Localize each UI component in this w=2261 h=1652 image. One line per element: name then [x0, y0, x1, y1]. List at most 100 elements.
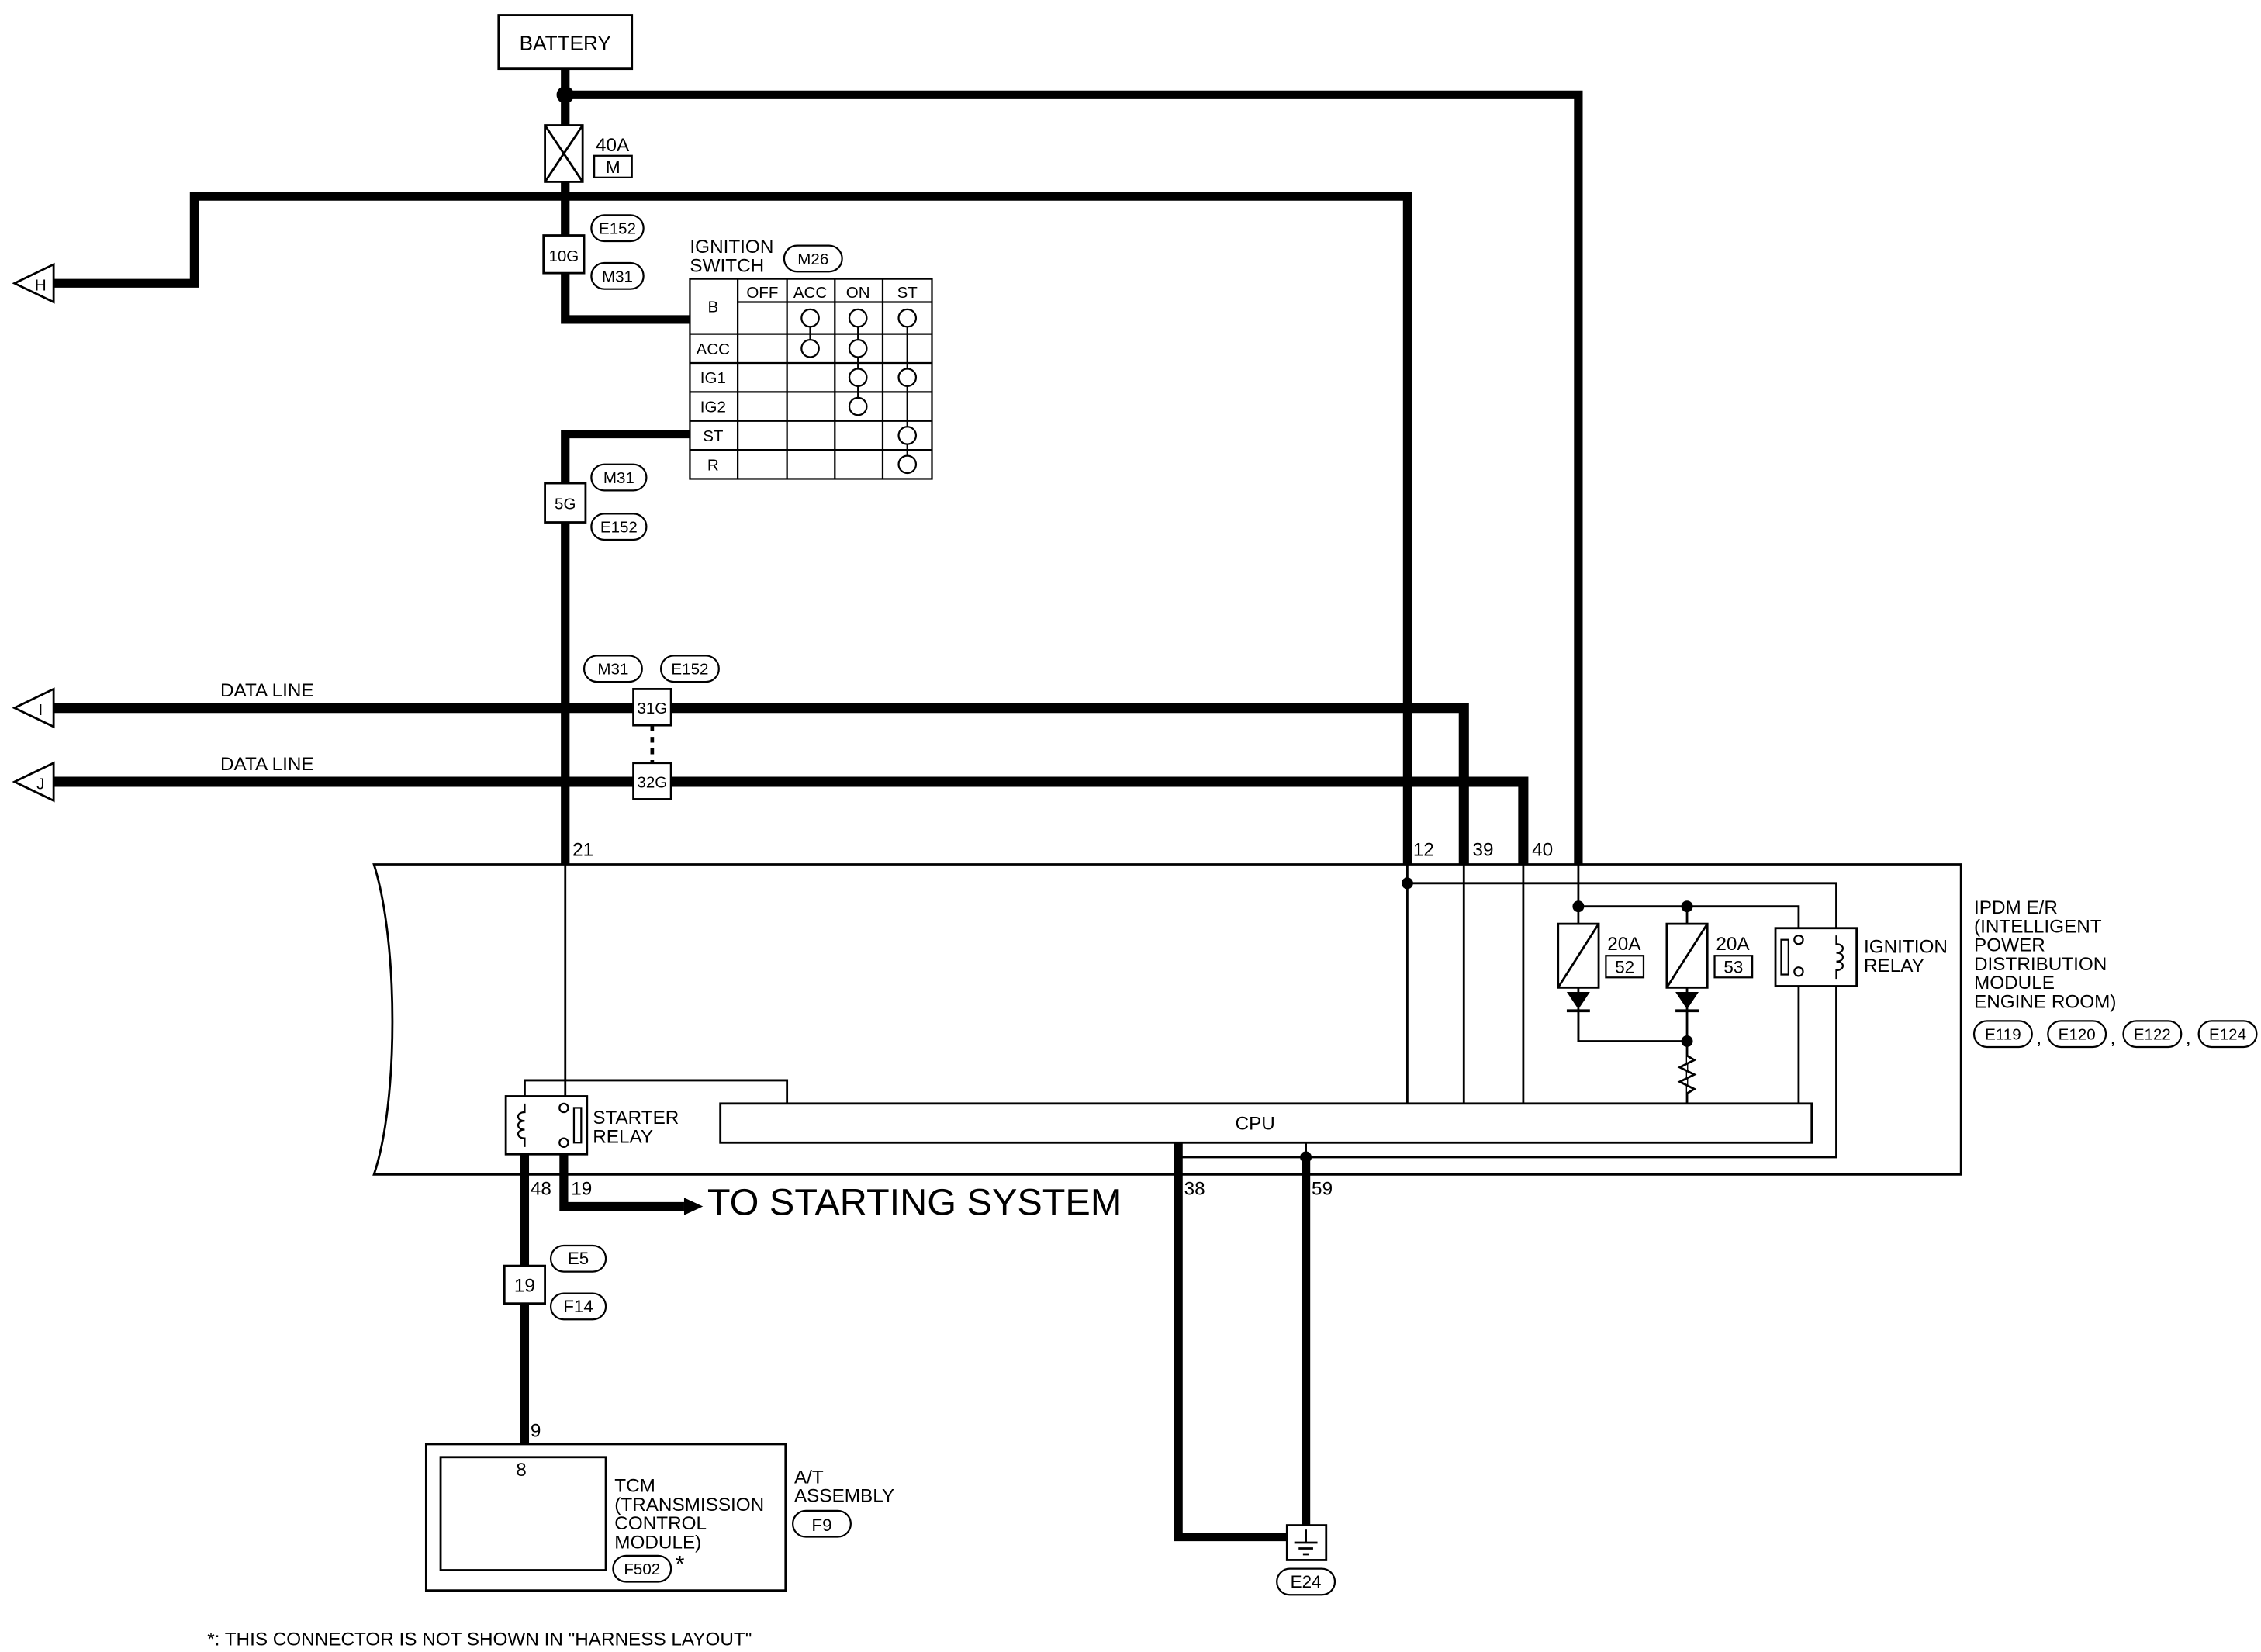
conn-19-bottom-tag [549, 1292, 607, 1321]
ipdm-conn-tag-e119 [1972, 1020, 2033, 1049]
wire-switch-5g [561, 429, 690, 484]
ground-conn-tag [1276, 1567, 1336, 1596]
wire-10g-switch [561, 273, 690, 324]
switch-term-r: R [707, 456, 719, 474]
connector-h-label: H [35, 277, 47, 295]
starter-relay-coil [517, 1103, 526, 1147]
data-conn-tag-right [659, 655, 720, 683]
fuse-40a-id: M [606, 157, 621, 177]
data-line-j [54, 776, 1529, 865]
switch-term-st: ST [703, 427, 724, 445]
at-assembly-conn-tag [791, 1509, 852, 1538]
ipdm-label-line-1: IPDM E/R [1974, 897, 2058, 918]
conn-10g-top-label: E152 [599, 220, 636, 238]
ipdm-junction-diodes [1681, 1035, 1693, 1047]
conn-5g-box [544, 482, 587, 524]
ipdm-junction-12 [1401, 877, 1413, 890]
ignition-switch-conn-tag [783, 244, 843, 273]
junction-dot [556, 86, 574, 104]
ipdm-conn-e120: E120 [2059, 1026, 2096, 1044]
at-assembly-box [424, 1443, 787, 1592]
cpu-box [719, 1102, 1813, 1144]
data-conn-tag-left [583, 655, 643, 683]
conn-32g-pin: 32G [637, 773, 667, 791]
tcm-conn: F502 [624, 1560, 660, 1578]
switch-pos-acc: ACC [793, 284, 828, 302]
switch-pos-off: OFF [746, 284, 778, 302]
fuse-40a-id-box [593, 154, 633, 178]
data-conn-tag-left-label: M31 [597, 661, 628, 679]
conn-32g-box [632, 762, 672, 800]
ipdm-conn-tag-e120 [2047, 1020, 2107, 1049]
wires [54, 68, 1583, 1542]
fuse-52-id: 52 [1615, 958, 1634, 977]
ignition-relay-label-1: IGNITION [1864, 937, 1948, 958]
fuse-53-id-box [1713, 955, 1754, 979]
ipdm-pin-59: 59 [1312, 1179, 1333, 1200]
ipdm-label-line-6: ENGINE ROOM) [1974, 992, 2116, 1013]
conn-10g-top-tag [590, 214, 645, 243]
ignition-relay-label-2: RELAY [1864, 956, 1924, 976]
ipdm-junction-fuse2 [1681, 900, 1693, 913]
starting-system-arrow [683, 1198, 704, 1215]
ipdm-conn-tag-e122 [2122, 1020, 2183, 1049]
at-assembly-conn: F9 [811, 1515, 831, 1535]
switch-term-ig1: IG1 [700, 369, 726, 387]
fuse-53-id: 53 [1723, 958, 1743, 977]
connector-h-arrow [12, 262, 55, 304]
resistor [1677, 1054, 1697, 1094]
wire-pin38-ground [1174, 1142, 1291, 1542]
wire-h-branch [54, 192, 1412, 865]
tcm-conn-tag [612, 1554, 672, 1583]
ipdm-label-line-3: POWER [1974, 935, 2045, 956]
starter-relay-label-1: STARTER [593, 1108, 679, 1128]
cpu-label: CPU [1236, 1113, 1275, 1134]
conn-31g-pin: 31G [637, 700, 667, 717]
switch-term-b: B [707, 299, 718, 316]
tcm-star: * [676, 1551, 685, 1577]
tcm-pin-inner: 8 [516, 1460, 527, 1481]
conn-19-top-tag [549, 1244, 607, 1273]
data-conn-tag-right-label: E152 [671, 661, 708, 679]
conn-10g-bottom-label: M31 [602, 268, 633, 285]
ipdm-conn-e122: E122 [2134, 1026, 2171, 1044]
connector-j-label: J [36, 775, 44, 793]
ipdm-outline [372, 863, 1962, 1176]
starter-relay-contact-bar [572, 1107, 583, 1144]
conn-10g-pin: 10G [548, 247, 579, 265]
ipdm-label: IPDM E/R (INTELLIGENT POWER DISTRIBUTION… [1974, 897, 2116, 1012]
ipdm-pin-12: 12 [1413, 839, 1434, 860]
conn-5g-pin: 5G [555, 496, 576, 513]
switch-term-acc: ACC [697, 340, 731, 358]
switch-term-ig2: IG2 [700, 399, 726, 416]
conn-19-box [503, 1264, 546, 1305]
switch-contacts [800, 308, 918, 475]
wire-pin19-starting [559, 1154, 684, 1211]
connector-j-arrow [12, 761, 55, 803]
battery-label: BATTERY [520, 31, 611, 54]
ipdm-label-line-2: (INTELLIGENT [1974, 916, 2102, 937]
ground-icon [1294, 1529, 1318, 1556]
switch-pos-on: ON [846, 284, 870, 302]
tcm-label-line-2: (TRANSMISSION [614, 1495, 764, 1515]
data-line-i-label: DATA LINE [220, 680, 314, 701]
wire-battery-ipdm [565, 90, 1583, 865]
ignition-relay-contact-bar [1780, 938, 1789, 976]
conn-5g-bottom-label: E152 [600, 519, 638, 537]
ipdm-internal-wiring [524, 864, 1837, 1159]
ground-conn: E24 [1291, 1572, 1322, 1592]
conn-31g-box [632, 688, 672, 727]
footnote: *: THIS CONNECTOR IS NOT SHOWN IN "HARNE… [207, 1630, 752, 1650]
at-assembly-label-2: ASSEMBLY [794, 1486, 894, 1507]
ipdm-conn-e119: E119 [1985, 1026, 2021, 1044]
ipdm-pin-21: 21 [572, 839, 593, 860]
ipdm-junction-fuse1 [1572, 900, 1585, 913]
ipdm-conn-sep-2: , [2111, 1028, 2116, 1049]
switch-pos-st: ST [897, 284, 918, 302]
ipdm-conn-sep-3: , [2186, 1028, 2191, 1049]
fuse-40a-rating: 40A [596, 135, 630, 156]
tcm-pin-outer: 9 [531, 1421, 541, 1442]
starter-relay-label-2: RELAY [593, 1126, 653, 1147]
ipdm-label-line-5: MODULE [1974, 973, 2055, 994]
fuse-52-rating: 20A [1607, 934, 1641, 955]
